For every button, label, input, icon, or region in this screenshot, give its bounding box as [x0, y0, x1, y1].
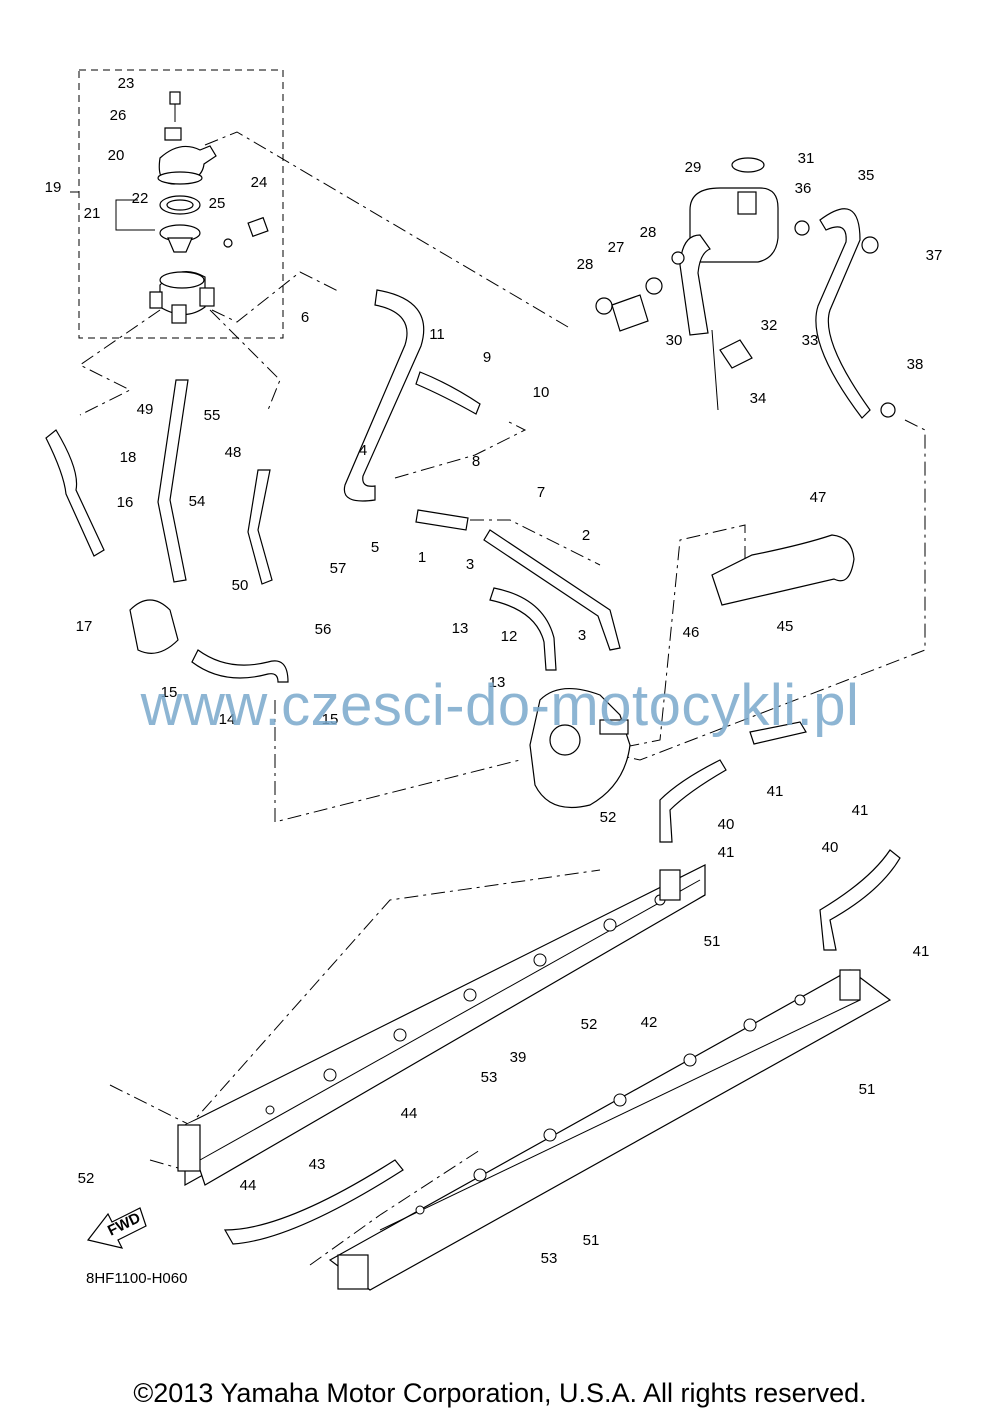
part-label-26: 26: [110, 107, 127, 124]
part-label-56: 56: [315, 621, 332, 638]
part-label-52: 52: [78, 1170, 95, 1187]
part-number-labels: 1233456789101112131314151516171819202122…: [45, 75, 943, 1267]
water-pump: [129, 599, 631, 809]
upper-hoses: [45, 208, 901, 1245]
part-label-52: 52: [581, 1016, 598, 1033]
part-label-29: 29: [685, 159, 702, 176]
part-label-41: 41: [767, 783, 784, 800]
part-label-7: 7: [537, 484, 545, 501]
part-label-13: 13: [452, 620, 469, 637]
part-label-23: 23: [118, 75, 135, 92]
part-label-12: 12: [501, 628, 518, 645]
part-label-52: 52: [600, 809, 617, 826]
part-label-17: 17: [76, 618, 93, 635]
part-label-48: 48: [225, 444, 242, 461]
part-label-20: 20: [108, 147, 125, 164]
part-label-27: 27: [608, 239, 625, 256]
part-label-51: 51: [704, 933, 721, 950]
thermostat-assembly-box: [78, 69, 284, 339]
part-label-54: 54: [189, 493, 206, 510]
part-label-42: 42: [641, 1014, 658, 1031]
part-label-18: 18: [120, 449, 137, 466]
part-label-16: 16: [117, 494, 134, 511]
part-label-13: 13: [489, 674, 506, 691]
part-label-14: 14: [219, 711, 236, 728]
part-label-4: 4: [359, 442, 367, 459]
part-label-32: 32: [761, 317, 778, 334]
part-label-38: 38: [907, 356, 924, 373]
part-label-31: 31: [798, 150, 815, 167]
part-label-25: 25: [209, 195, 226, 212]
part-label-1: 1: [418, 549, 426, 566]
part-label-41: 41: [718, 844, 735, 861]
part-label-44: 44: [401, 1105, 418, 1122]
part-label-15: 15: [161, 684, 178, 701]
part-label-46: 46: [683, 624, 700, 641]
part-label-8: 8: [472, 453, 480, 470]
part-label-41: 41: [852, 802, 869, 819]
part-label-30: 30: [666, 332, 683, 349]
part-label-36: 36: [795, 180, 812, 197]
forward-arrow: FWD: [86, 1207, 147, 1249]
group-bracket-21: [115, 199, 155, 231]
part-label-11: 11: [429, 326, 445, 343]
part-label-10: 10: [533, 384, 550, 401]
part-label-39: 39: [510, 1049, 527, 1066]
diagram-code: 8HF1100-H060: [86, 1270, 188, 1287]
part-label-35: 35: [858, 167, 875, 184]
heat-exchanger-39: [177, 864, 706, 1187]
part-label-40: 40: [718, 816, 735, 833]
part-label-9: 9: [483, 349, 491, 366]
part-label-3: 3: [466, 556, 474, 573]
part-label-33: 33: [802, 332, 819, 349]
part-label-21: 21: [84, 205, 101, 222]
part-label-45: 45: [777, 618, 794, 635]
part-label-51: 51: [583, 1232, 600, 1249]
thermostat-parts: [149, 91, 269, 324]
part-label-41: 41: [913, 943, 930, 960]
part-label-43: 43: [309, 1156, 326, 1173]
part-label-22: 22: [132, 190, 149, 207]
part-label-53: 53: [481, 1069, 498, 1086]
part-label-44: 44: [240, 1177, 257, 1194]
part-label-51: 51: [859, 1081, 876, 1098]
part-label-28: 28: [577, 256, 594, 273]
part-label-37: 37: [926, 247, 943, 264]
coolant-reservoir: [595, 157, 896, 418]
part-label-15: 15: [322, 711, 339, 728]
part-label-57: 57: [330, 560, 347, 577]
part-label-19: 19: [45, 179, 62, 196]
part-label-49: 49: [137, 401, 154, 418]
part-label-5: 5: [371, 539, 379, 556]
part-label-40: 40: [822, 839, 839, 856]
part-label-28: 28: [640, 224, 657, 241]
part-label-2: 2: [582, 527, 590, 544]
part-label-55: 55: [204, 407, 221, 424]
part-label-34: 34: [750, 390, 767, 407]
copyright-notice: ©2013 Yamaha Motor Corporation, U.S.A. A…: [133, 1378, 867, 1408]
part-label-3: 3: [578, 627, 586, 644]
part-label-24: 24: [251, 174, 268, 191]
part-label-6: 6: [301, 309, 309, 326]
part-label-53: 53: [541, 1250, 558, 1267]
heat-exchanger-42: [328, 969, 892, 1291]
part-label-50: 50: [232, 577, 249, 594]
part-label-47: 47: [810, 489, 827, 506]
